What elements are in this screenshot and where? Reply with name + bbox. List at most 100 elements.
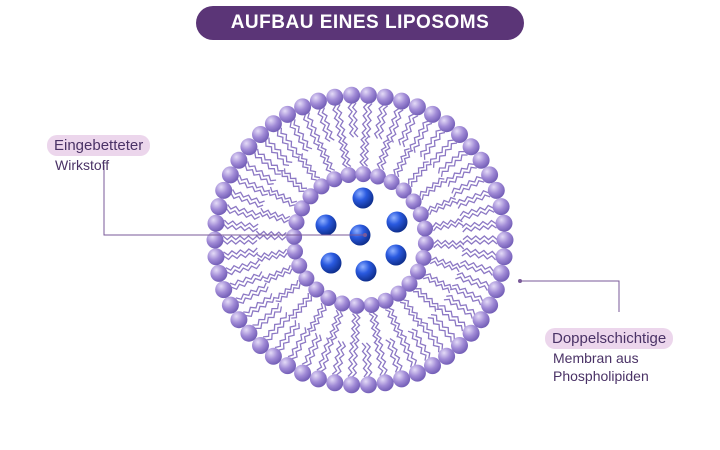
lipid-tail bbox=[436, 308, 464, 332]
lipid-tail bbox=[413, 122, 433, 153]
lipid-head bbox=[302, 188, 319, 205]
lipid-tail bbox=[237, 286, 269, 304]
lipid-tail bbox=[227, 204, 261, 216]
lipid-tail bbox=[238, 174, 270, 193]
lipid-tail bbox=[273, 279, 299, 300]
lipid-tail bbox=[429, 200, 458, 216]
lipid-tail bbox=[386, 108, 400, 142]
lipid-tail bbox=[276, 130, 299, 159]
leader-line-membrane bbox=[520, 280, 620, 312]
lipid-tail bbox=[430, 256, 461, 269]
lipid-tail bbox=[263, 268, 293, 284]
lipid-tail bbox=[402, 115, 419, 148]
lipid-tail bbox=[368, 312, 379, 344]
lipid-head bbox=[221, 166, 239, 184]
lipid-head bbox=[496, 231, 514, 249]
lipid-head bbox=[221, 296, 239, 314]
lipid-tail bbox=[245, 296, 275, 318]
lipid-tail bbox=[460, 259, 494, 272]
lipid-head bbox=[210, 264, 228, 282]
lipid-head bbox=[326, 374, 344, 392]
lipid-tail bbox=[244, 164, 274, 186]
lipid-head bbox=[215, 281, 233, 299]
lipid-tail bbox=[411, 328, 431, 359]
lipid-tail bbox=[235, 282, 267, 300]
lipid-tail bbox=[429, 139, 454, 165]
lipid-tail bbox=[291, 329, 311, 360]
lipid-tail bbox=[461, 219, 497, 229]
drug-molecule bbox=[355, 260, 377, 282]
lipid-head bbox=[401, 275, 418, 292]
lipid-head bbox=[334, 295, 351, 312]
lipid-tail bbox=[462, 235, 498, 241]
lipid-tail bbox=[256, 248, 288, 259]
lipid-head bbox=[462, 324, 480, 342]
lipid-tail bbox=[403, 299, 423, 325]
lipid-head bbox=[393, 92, 411, 110]
lipid-tail bbox=[293, 119, 313, 150]
lipid-head bbox=[390, 285, 407, 302]
bilayer-membrane-label-highlight: Doppelschichtige bbox=[545, 328, 674, 349]
lipid-tail bbox=[452, 283, 484, 302]
lipid-tail bbox=[280, 127, 302, 156]
lipid-tail bbox=[432, 221, 464, 232]
lipid-tail bbox=[222, 239, 258, 245]
lipid-head bbox=[240, 324, 258, 342]
lipid-head bbox=[287, 243, 303, 260]
lipid-head bbox=[240, 138, 258, 156]
lipid-tail bbox=[336, 104, 347, 139]
lipid-tail bbox=[459, 264, 493, 276]
drug-molecule bbox=[386, 211, 408, 233]
lipid-head bbox=[424, 357, 441, 375]
lipid-tail bbox=[461, 251, 497, 261]
lipid-head bbox=[230, 151, 248, 169]
lipid-tail bbox=[440, 154, 468, 178]
embedded-drug-label-text: Wirkstoff bbox=[55, 157, 110, 173]
lipid-tail bbox=[268, 137, 293, 163]
lipid-head bbox=[363, 297, 380, 313]
lipid-tail bbox=[252, 302, 280, 326]
lipid-tail bbox=[354, 313, 361, 345]
lipid-tail bbox=[418, 324, 440, 353]
lipid-head bbox=[206, 231, 224, 249]
lipid-tail bbox=[316, 337, 330, 371]
lipid-head bbox=[252, 337, 269, 354]
lipid-head bbox=[417, 235, 434, 252]
lipid-tail bbox=[361, 102, 369, 138]
phospholipid-tails bbox=[222, 102, 498, 378]
lipid-tail bbox=[399, 301, 420, 327]
drug-molecule bbox=[315, 214, 337, 236]
lipid-tail bbox=[297, 155, 317, 181]
embedded-drug-label-highlight: Eingebetteter bbox=[47, 135, 151, 156]
lipid-tail bbox=[459, 204, 494, 217]
drug-molecule bbox=[320, 252, 342, 274]
lipid-head bbox=[291, 257, 308, 274]
lipid-head bbox=[215, 181, 233, 199]
lipid-head bbox=[395, 182, 412, 199]
lipid-tail bbox=[336, 341, 347, 376]
lipid-tail bbox=[223, 251, 259, 261]
lipid-tail bbox=[461, 247, 497, 256]
lipid-tail bbox=[223, 219, 259, 229]
lipid-head bbox=[408, 364, 426, 382]
bilayer-membrane-label: Doppelschichtige Membran aus Phospholipi… bbox=[545, 328, 674, 385]
lipid-tail bbox=[225, 259, 260, 272]
lipid-head bbox=[279, 105, 296, 123]
lipid-tail bbox=[365, 342, 373, 378]
lipid-tail bbox=[243, 293, 273, 314]
lipid-head bbox=[377, 292, 394, 309]
lipid-tail bbox=[263, 312, 288, 338]
lipid-head bbox=[495, 248, 513, 266]
lipid-tail bbox=[223, 247, 258, 256]
lipid-tail bbox=[226, 208, 260, 221]
lipid-tail bbox=[385, 339, 399, 373]
lipid-tail bbox=[347, 102, 355, 138]
lipid-tail bbox=[447, 166, 477, 187]
lipid-tail bbox=[278, 322, 300, 351]
lipid-tail bbox=[301, 332, 318, 365]
lipid-tail bbox=[255, 306, 283, 330]
lipid-head bbox=[343, 86, 361, 104]
lipid-head bbox=[376, 88, 394, 106]
lipid-tail bbox=[407, 330, 427, 361]
